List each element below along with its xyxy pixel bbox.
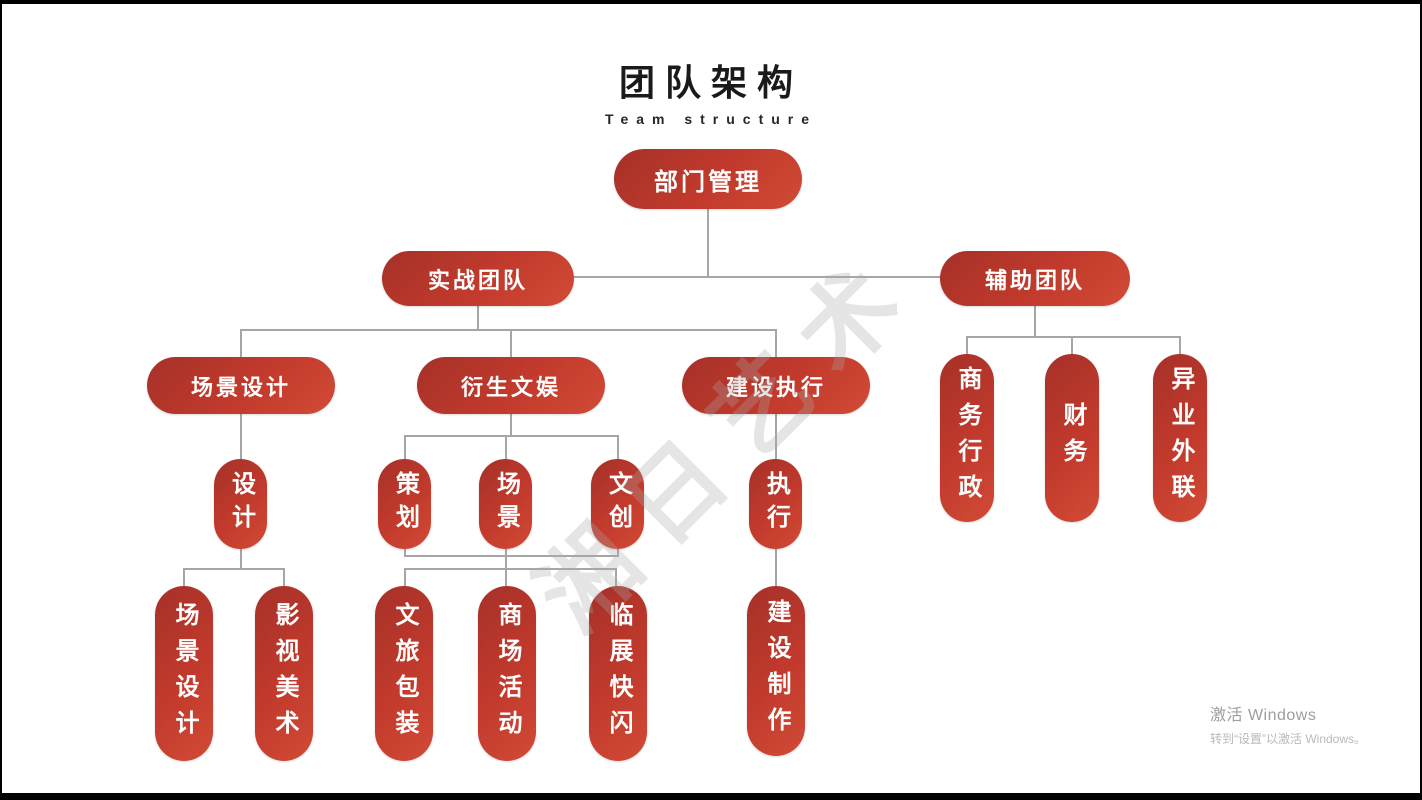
node-mall-events: 商场活动 [478, 586, 536, 761]
node-cultural-creation: 文创 [591, 459, 644, 549]
connector-combat-drop [477, 306, 479, 331]
node-aux-team-label: 辅助团队 [984, 267, 1085, 293]
connector-scene-drop [505, 549, 507, 586]
connector-construction-drop [775, 414, 777, 459]
node-external-alliance: 异业外联 [1153, 354, 1207, 522]
connector-stub-planning [404, 435, 406, 459]
connector-stub-popup [615, 568, 617, 586]
connector-stub-scene [505, 435, 507, 459]
node-business-admin: 商务行政 [940, 354, 994, 522]
page-title: 团队架构 [618, 62, 803, 103]
node-derivative-entertainment-label: 衍生文娱 [460, 374, 561, 400]
windows-activation-subtitle: 转到“设置”以激活 Windows。 [1210, 732, 1367, 746]
node-design-label: 设计 [227, 471, 255, 537]
connector-stub-scene-design [240, 329, 242, 357]
connector-merge-bar [404, 555, 619, 557]
node-design: 设计 [214, 459, 267, 549]
connector-split-bar [404, 568, 617, 570]
node-film-tv-art-label: 影视美术 [271, 601, 298, 746]
connector-stub-finance [1071, 336, 1073, 354]
connector-execution-drop [775, 549, 777, 586]
node-finance: 财务 [1045, 354, 1099, 522]
connector-design-drop [240, 549, 242, 570]
connector-aux-bar [966, 336, 1181, 338]
node-planning-label: 策划 [391, 471, 419, 537]
connector-root-drop [707, 209, 709, 277]
node-execution-label: 执行 [762, 471, 790, 537]
slide-canvas: 团队架构 Team structure 部门管理 实战团队 辅助团队 场景设计 [2, 4, 1420, 793]
connector-stub-biz-admin [966, 336, 968, 354]
connector-planning-drop [404, 549, 406, 557]
node-film-tv-art: 影视美术 [255, 586, 313, 761]
node-construction-execution-label: 建设执行 [725, 374, 826, 400]
node-scene-label: 场景 [492, 471, 520, 537]
connector-stub-film-art [283, 568, 285, 586]
connector-stub-tourism [404, 568, 406, 586]
node-scene-design-sub: 场景设计 [155, 586, 213, 761]
connector-aux-drop [1034, 306, 1036, 338]
node-aux-team: 辅助团队 [940, 251, 1130, 306]
windows-activation-title: 激活 Windows [1210, 707, 1317, 724]
connector-stub-construction [775, 329, 777, 357]
connector-teams-bar [574, 276, 940, 278]
node-planning: 策划 [378, 459, 431, 549]
node-scene-design: 场景设计 [147, 357, 335, 414]
connector-cultural-drop [617, 549, 619, 557]
node-finance-label: 财务 [1059, 402, 1086, 474]
connector-combat-bar [240, 329, 777, 331]
node-scene-design-sub-label: 场景设计 [171, 601, 198, 746]
node-dept-management: 部门管理 [614, 149, 802, 209]
node-construction-production: 建设制作 [747, 586, 805, 756]
node-combat-team: 实战团队 [382, 251, 574, 306]
node-popup-exhibition-label: 临展快闪 [605, 601, 632, 746]
node-external-alliance-label: 异业外联 [1167, 366, 1194, 510]
windows-activation-notice: 激活 Windows 转到“设置”以激活 Windows。 [1210, 701, 1366, 747]
node-combat-team-label: 实战团队 [427, 267, 528, 293]
node-tourism-packaging-label: 文旅包装 [391, 601, 418, 746]
node-derivative-entertainment: 衍生文娱 [417, 357, 605, 414]
connector-stub-cultural [617, 435, 619, 459]
connector-derivative-bar [404, 435, 619, 437]
node-mall-events-label: 商场活动 [494, 601, 521, 746]
node-tourism-packaging: 文旅包装 [375, 586, 433, 761]
node-dept-management-label: 部门管理 [654, 168, 762, 196]
page-subtitle: Team structure [604, 111, 818, 127]
connector-stub-external [1179, 336, 1181, 354]
node-scene-design-label: 场景设计 [190, 374, 291, 400]
connector-stub-derivative [510, 329, 512, 357]
node-execution: 执行 [749, 459, 802, 549]
node-construction-production-label: 建设制作 [763, 599, 790, 743]
connector-stub-scene-design-sub [183, 568, 185, 586]
node-scene: 场景 [479, 459, 532, 549]
connector-design-bar [183, 568, 285, 570]
node-cultural-creation-label: 文创 [604, 471, 632, 537]
connector-scene-design-drop [240, 414, 242, 459]
connector-derivative-drop [510, 414, 512, 436]
node-business-admin-label: 商务行政 [954, 366, 981, 510]
node-popup-exhibition: 临展快闪 [589, 586, 647, 761]
node-construction-execution: 建设执行 [682, 357, 870, 414]
